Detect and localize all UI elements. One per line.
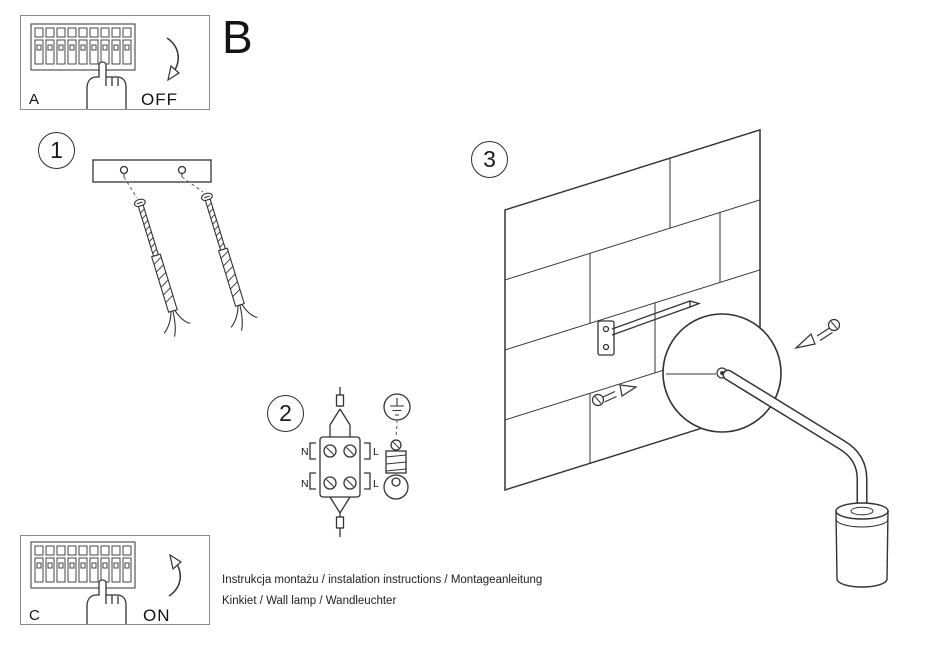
hand-icon (86, 579, 127, 624)
guide-line-right (181, 176, 204, 193)
screw-with-arrow-right (794, 318, 841, 350)
footer-line-1: Instrukcja montażu / instalation instruc… (222, 574, 543, 586)
lamp-arm (722, 369, 868, 513)
hand-icon (86, 61, 127, 109)
on-label: ON (143, 606, 171, 624)
wire-top (329, 387, 351, 437)
lamp-socket (835, 502, 889, 588)
step-1-badge: 1 (38, 132, 75, 169)
lamp-canopy (662, 313, 782, 433)
step-1-drawing (85, 148, 295, 383)
section-b-label: B (222, 11, 253, 63)
panel-a-label: A (29, 91, 39, 108)
step-3-badge: 3 (471, 141, 508, 178)
breaker-off-panel: A OFF (20, 15, 210, 110)
off-label: OFF (141, 90, 178, 109)
breaker-on-drawing: C ON (29, 541, 182, 624)
screw-anchor-right (190, 189, 261, 334)
footer-text: Instrukcja montażu / instalation instruc… (222, 570, 542, 613)
step-3-number: 3 (483, 146, 496, 172)
step-2-badge: 2 (267, 395, 304, 432)
step-2-drawing: N L N L (300, 385, 435, 550)
wire-bottom (329, 496, 351, 537)
screw-with-arrow-left (591, 384, 638, 407)
step-1-number: 1 (50, 137, 63, 163)
ground-lead-line (395, 419, 398, 439)
breaker-strip (30, 23, 136, 71)
breaker-on-panel: C ON (20, 535, 210, 625)
guide-line-left (123, 176, 138, 199)
terminal-label-n-bottom: N (301, 478, 309, 490)
cable-clamp (383, 439, 409, 500)
off-arrow-icon (166, 37, 180, 82)
step-2-number: 2 (279, 400, 292, 426)
on-arrow-icon (168, 553, 182, 597)
breaker-off-drawing: A OFF (29, 23, 180, 109)
step-3-drawing (460, 115, 930, 625)
mounting-plate (92, 159, 212, 183)
ground-symbol-icon (383, 393, 411, 421)
mounting-bracket (597, 300, 702, 356)
tiled-wall (504, 128, 761, 491)
terminal-block (309, 436, 371, 498)
panel-c-label: C (29, 607, 40, 624)
breaker-strip (30, 541, 136, 589)
terminal-label-n-top: N (301, 446, 309, 458)
footer-line-2: Kinkiet / Wall lamp / Wandleuchter (222, 595, 397, 608)
terminal-label-l-top: L (373, 446, 379, 458)
screw-anchor-left (123, 195, 194, 340)
terminal-label-l-bottom: L (373, 478, 379, 490)
